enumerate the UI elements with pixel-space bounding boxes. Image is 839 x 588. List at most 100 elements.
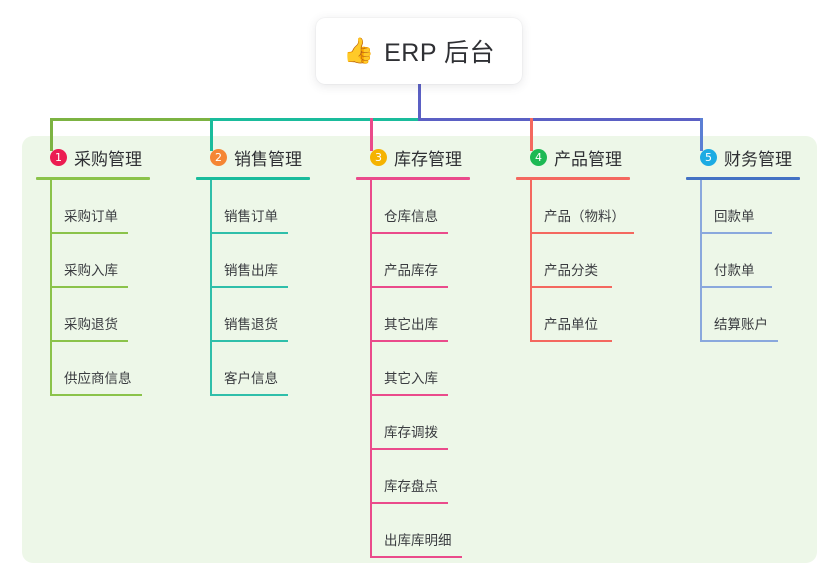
item-label: 客户信息 — [224, 371, 278, 386]
item-rule — [530, 340, 612, 342]
list-item[interactable]: 出库库明细 — [356, 504, 470, 558]
item-rule — [50, 232, 128, 234]
list-item[interactable]: 销售出库 — [196, 234, 310, 288]
item-rule — [50, 394, 142, 396]
item-rule — [700, 340, 778, 342]
list-item[interactable]: 销售订单 — [196, 180, 310, 234]
spine-purchase-management — [50, 180, 52, 396]
item-rule — [370, 502, 448, 504]
drop-finance — [700, 118, 703, 151]
list-item[interactable]: 采购入库 — [36, 234, 150, 288]
item-rule — [700, 232, 772, 234]
item-list-product-management: 产品（物料） 产品分类产品单位 — [516, 180, 634, 342]
spine-finance-management — [700, 180, 702, 342]
item-label: 供应商信息 — [64, 371, 132, 386]
column-badge-1: 1 — [50, 148, 67, 166]
list-item[interactable]: 客户信息 — [196, 342, 310, 396]
item-label: 库存盘点 — [384, 479, 438, 494]
column-badge-3: 3 — [370, 148, 387, 166]
item-label: 销售退货 — [224, 317, 278, 332]
column-title-inventory-management: 库存管理 — [394, 149, 462, 169]
item-label: 产品分类 — [544, 263, 598, 278]
column-header-finance-management[interactable]: 5 财务管理 — [686, 145, 800, 169]
list-item[interactable]: 产品库存 — [356, 234, 470, 288]
item-label: 产品库存 — [384, 263, 438, 278]
item-label: 结算账户 — [714, 317, 768, 332]
spine-inventory-management — [370, 180, 372, 558]
column-purchase-management: 1 采购管理采购订单采购入库采购退货供应商信息 — [36, 145, 150, 396]
item-list-sales-management: 销售订单销售出库销售退货客户信息 — [196, 180, 310, 396]
list-item[interactable]: 产品分类 — [516, 234, 630, 288]
item-label: 产品（物料） — [544, 209, 625, 224]
column-inventory-management: 3 库存管理仓库信息产品库存其它出库其它入库库存调拨库存盘点出库库明细 — [356, 145, 470, 558]
list-item[interactable]: 仓库信息 — [356, 180, 470, 234]
column-title-finance-management: 财务管理 — [724, 149, 792, 169]
spine-sales-management — [210, 180, 212, 396]
item-rule — [210, 340, 288, 342]
column-title-product-management: 产品管理 — [554, 149, 622, 169]
item-rule — [370, 448, 448, 450]
column-rule-sales-management — [196, 177, 310, 180]
item-rule — [210, 286, 288, 288]
item-label: 回款单 — [714, 209, 755, 224]
item-list-purchase-management: 采购订单采购入库采购退货供应商信息 — [36, 180, 150, 396]
page-title: ERP 后台 — [384, 39, 496, 67]
bar-segment-teal — [210, 118, 421, 121]
item-list-inventory-management: 仓库信息产品库存其它出库其它入库库存调拨库存盘点出库库明细 — [356, 180, 470, 558]
column-product-management: 4 产品管理产品（物料） 产品分类产品单位 — [516, 145, 634, 342]
list-item[interactable]: 付款单 — [686, 234, 800, 288]
column-sales-management: 2 销售管理销售订单销售出库销售退货客户信息 — [196, 145, 310, 396]
column-title-purchase-management: 采购管理 — [74, 149, 142, 169]
item-rule — [370, 556, 462, 558]
list-item[interactable]: 其它出库 — [356, 288, 470, 342]
bar-segment-blue — [418, 118, 703, 121]
spine-product-management — [530, 180, 532, 342]
item-label: 付款单 — [714, 263, 755, 278]
column-rule-purchase-management — [36, 177, 150, 180]
list-item[interactable]: 回款单 — [686, 180, 800, 234]
list-item[interactable]: 供应商信息 — [36, 342, 150, 396]
column-finance-management: 5 财务管理回款单付款单结算账户 — [686, 145, 800, 342]
item-rule — [530, 232, 634, 234]
drop-sales — [210, 118, 213, 151]
column-header-sales-management[interactable]: 2 销售管理 — [196, 145, 310, 169]
item-rule — [530, 286, 612, 288]
column-rule-product-management — [516, 177, 630, 180]
column-header-purchase-management[interactable]: 1 采购管理 — [36, 145, 150, 169]
column-rule-finance-management — [686, 177, 800, 180]
item-label: 产品单位 — [544, 317, 598, 332]
list-item[interactable]: 采购订单 — [36, 180, 150, 234]
list-item[interactable]: 产品（物料） — [516, 180, 634, 234]
list-item[interactable]: 结算账户 — [686, 288, 800, 342]
column-title-sales-management: 销售管理 — [234, 149, 302, 169]
item-rule — [370, 232, 448, 234]
list-item[interactable]: 其它入库 — [356, 342, 470, 396]
thumbs-up-icon: 👍 — [342, 36, 375, 65]
drop-purchase — [50, 118, 53, 151]
item-label: 采购订单 — [64, 209, 118, 224]
list-item[interactable]: 销售退货 — [196, 288, 310, 342]
item-rule — [50, 286, 128, 288]
column-badge-2: 2 — [210, 148, 227, 166]
item-rule — [210, 232, 288, 234]
content-panel — [22, 136, 817, 563]
column-badge-5: 5 — [700, 148, 717, 166]
item-rule — [370, 394, 448, 396]
trunk-line — [418, 82, 421, 121]
root-title-card[interactable]: 👍 ERP 后台 — [316, 18, 522, 84]
item-label: 仓库信息 — [384, 209, 438, 224]
list-item[interactable]: 库存调拨 — [356, 396, 470, 450]
column-header-inventory-management[interactable]: 3 库存管理 — [356, 145, 470, 169]
list-item[interactable]: 库存盘点 — [356, 450, 470, 504]
item-label: 采购退货 — [64, 317, 118, 332]
list-item[interactable]: 产品单位 — [516, 288, 630, 342]
column-rule-inventory-management — [356, 177, 470, 180]
item-label: 其它入库 — [384, 371, 438, 386]
column-badge-4: 4 — [530, 148, 547, 166]
drop-product — [530, 118, 533, 151]
column-header-product-management[interactable]: 4 产品管理 — [516, 145, 630, 169]
item-list-finance-management: 回款单付款单结算账户 — [686, 180, 800, 342]
item-label: 销售订单 — [224, 209, 278, 224]
list-item[interactable]: 采购退货 — [36, 288, 150, 342]
